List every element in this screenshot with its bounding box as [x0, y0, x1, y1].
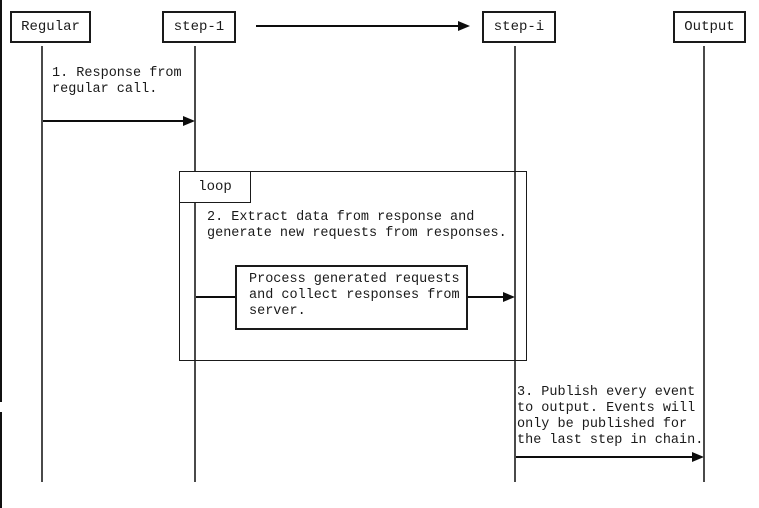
- arrow-stepi-to-output-head-icon: [692, 452, 704, 462]
- participant-box-output: Output: [673, 11, 746, 43]
- note-publish-every-event: 3. Publish every event to output. Events…: [517, 385, 704, 448]
- participant-box-step-1: step-1: [162, 11, 236, 43]
- participant-label-step-i: step-i: [493, 19, 545, 35]
- process-box: Process generated requests and collect r…: [235, 265, 468, 330]
- loop-frame: [179, 171, 527, 361]
- arrow-step1-to-stepi-line: [256, 25, 458, 27]
- participant-label-regular: Regular: [21, 19, 80, 35]
- arrow-step1-to-stepi-head-icon: [458, 21, 470, 31]
- lifeline-step-1: [194, 46, 196, 482]
- loop-label: loop: [198, 179, 232, 195]
- connector-step1-to-process-box: [196, 296, 235, 298]
- participant-label-step-1: step-1: [173, 19, 225, 35]
- lifeline-step-i: [514, 46, 516, 482]
- arrow-process-to-stepi-head-icon: [503, 292, 515, 302]
- note-extract-data: 2. Extract data from response and genera…: [207, 210, 507, 241]
- arrow-process-to-stepi-line: [468, 296, 503, 298]
- arrow-regular-to-step1-line: [43, 120, 183, 122]
- lifeline-output: [703, 46, 705, 482]
- page-left-border-notch: [0, 402, 5, 412]
- participant-box-regular: Regular: [10, 11, 91, 43]
- participant-box-step-i: step-i: [482, 11, 556, 43]
- arrow-stepi-to-output-line: [516, 456, 692, 458]
- page-left-border: [0, 0, 2, 508]
- lifeline-regular: [41, 46, 43, 482]
- arrow-regular-to-step1-head-icon: [183, 116, 195, 126]
- participant-label-output: Output: [684, 19, 735, 35]
- loop-label-box: loop: [179, 171, 251, 203]
- note-response-from-regular-call: 1. Response from regular call.: [52, 66, 182, 97]
